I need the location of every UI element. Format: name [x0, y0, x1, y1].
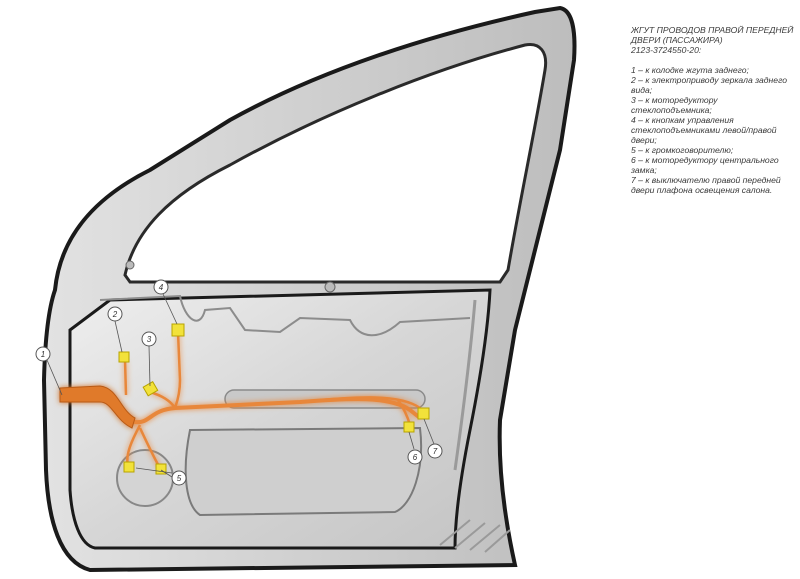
legend-item-1: 1 – к колодке жгута заднего; — [631, 65, 749, 75]
callouts: 1 2 3 4 5 6 7 — [35, 279, 443, 486]
legend-item-2: 2 – к электроприводу зеркала заднего вид… — [631, 75, 787, 95]
speaker-hole — [116, 449, 174, 507]
wiring-harness — [59, 331, 422, 469]
connector-2 — [118, 351, 130, 363]
legend-item-7: 7 – к выключателю правой передней двери … — [631, 175, 781, 195]
window-opening — [123, 42, 548, 284]
panel-hole — [324, 281, 336, 293]
connectors — [118, 323, 430, 475]
connector-3 — [142, 380, 159, 397]
door-body — [41, 5, 577, 573]
svg-text:5: 5 — [177, 474, 182, 483]
harness-branch-2 — [123, 359, 128, 396]
callout-3: 3 — [141, 331, 157, 347]
lower-recess — [184, 426, 422, 517]
callout-2: 2 — [107, 306, 123, 322]
connector-5a — [123, 461, 135, 473]
bottom-ribs — [439, 519, 511, 553]
connector-5b — [155, 463, 167, 475]
callout-1: 1 — [35, 346, 51, 362]
callout-6: 6 — [407, 449, 423, 465]
callout-7: 7 — [427, 443, 443, 459]
legend: ЖГУТ ПРОВОДОВ ПРАВОЙ ПЕРЕДНЕЙ ДВЕРИ (ПАС… — [631, 25, 796, 195]
legend-item-4: 4 – к кнопкам управления стеклоподъемник… — [631, 115, 777, 145]
legend-item-5: 5 – к громкоговорителю; — [631, 145, 734, 155]
legend-item-6: 6 – к моторедуктору центрального замка; — [631, 155, 779, 175]
connector-6 — [403, 421, 415, 433]
legend-title: ЖГУТ ПРОВОДОВ ПРАВОЙ ПЕРЕДНЕЙ ДВЕРИ (ПАС… — [631, 25, 794, 45]
svg-text:1: 1 — [41, 350, 45, 359]
callout-leaders — [46, 293, 435, 478]
svg-text:4: 4 — [159, 283, 164, 292]
harness-grommet — [59, 385, 136, 429]
svg-text:3: 3 — [147, 335, 152, 344]
svg-text:2: 2 — [112, 310, 118, 319]
svg-text:7: 7 — [433, 447, 438, 456]
svg-text:6: 6 — [413, 453, 418, 462]
callout-5: 5 — [171, 470, 187, 486]
legend-item-3: 3 – к моторедуктору стеклоподъемника; — [631, 95, 718, 115]
panel-hole — [125, 260, 135, 270]
connector-4 — [171, 323, 185, 337]
belt-stamping — [99, 294, 471, 337]
legend-part-number: 2123-3724550-20: — [631, 45, 702, 55]
harness-branch-4 — [173, 331, 182, 409]
connector-7 — [417, 407, 430, 420]
window-guide — [453, 299, 477, 471]
callout-4: 4 — [153, 279, 169, 295]
